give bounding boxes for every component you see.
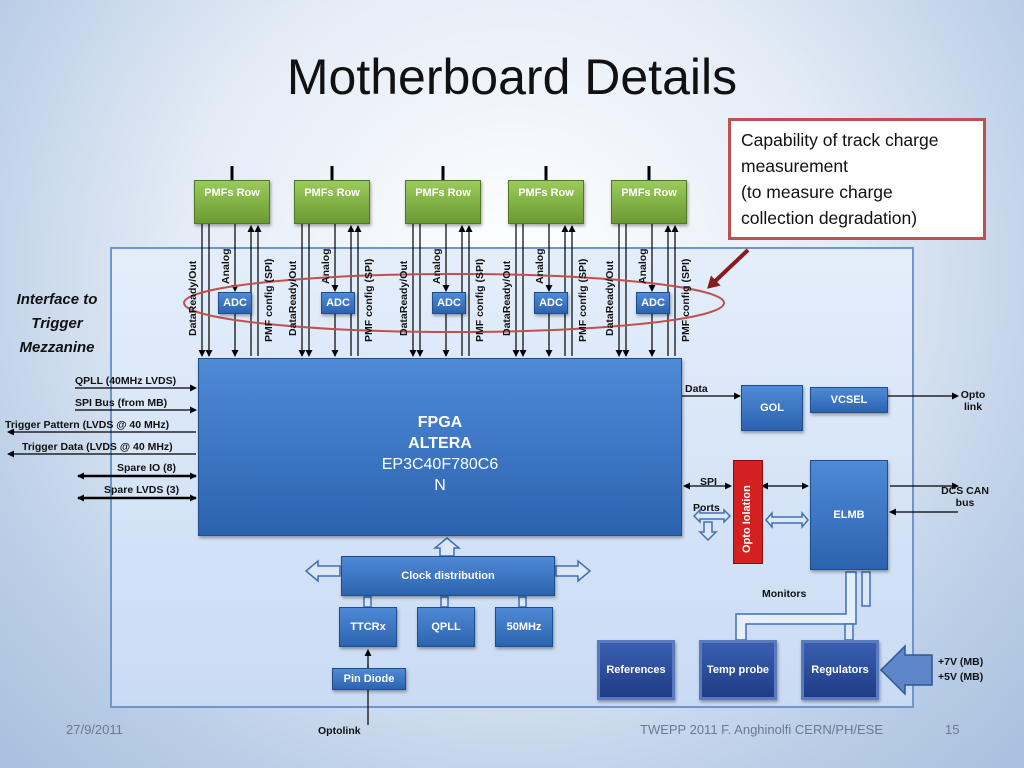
signal-qpll: QPLL (40MHz LVDS): [75, 375, 177, 387]
mhz50-block: 50MHz: [495, 607, 553, 647]
page-number: 15: [945, 722, 960, 737]
pin-diode-block: Pin Diode: [332, 668, 406, 690]
interface-line: Trigger: [31, 315, 83, 332]
power-7v-label: +7V (MB): [938, 656, 984, 668]
slide-title: Motherboard Details: [286, 49, 738, 105]
clock-distribution-block: Clock distribution: [341, 556, 555, 596]
pmfs-row-4: PMFs Row: [508, 180, 584, 224]
signal-spare-lvds: Spare LVDS (3): [104, 484, 180, 496]
opto-link-label: Opto link: [956, 389, 990, 413]
elmb-block: ELMB: [810, 460, 888, 570]
footer-date: 27/9/2011: [66, 722, 123, 737]
label-pmf-config-spi: PMF config (SPI): [363, 258, 375, 342]
vcsel-block: VCSEL: [810, 387, 888, 413]
label-analog: Analog: [220, 248, 232, 284]
label-data-ready-out: DataReady/Out: [187, 260, 199, 336]
label-data-ready-out: DataReady/Out: [501, 260, 513, 336]
monitors-label: Monitors: [762, 588, 807, 600]
label-pmf-config-spi: PMF config (SPI): [474, 258, 486, 342]
callout-line: collection degradation): [741, 208, 918, 228]
fpga-line: EP3C40F780C6: [381, 456, 499, 473]
label-analog: Analog: [431, 248, 443, 284]
qpll-block: QPLL: [417, 607, 475, 647]
signal-spare-io: Spare IO (8): [117, 462, 176, 474]
power-5v-label: +5V (MB): [938, 671, 984, 683]
label-analog: Analog: [534, 248, 546, 284]
regulators-block: Regulators: [801, 640, 879, 700]
interface-label: Interface to Trigger Mezzanine: [4, 288, 110, 360]
label-pmf-config-spi: PMF config (SPI): [263, 258, 275, 342]
label-pmf-config-spi: PMF config (SPI): [680, 258, 692, 342]
fpga-line: N: [434, 477, 446, 494]
temp-probe-block: Temp probe: [699, 640, 777, 700]
spi-label: SPI: [700, 476, 717, 488]
adc-3: ADC: [432, 292, 466, 314]
ttcrx-block: TTCRx: [339, 607, 397, 647]
references-block: References: [597, 640, 675, 700]
dcs-line: DCS CAN: [941, 485, 989, 497]
fpga-label: FPGA ALTERA EP3C40F780C6 N: [198, 412, 682, 496]
pmfs-row-3: PMFs Row: [405, 180, 481, 224]
pmfs-row-5: PMFs Row: [611, 180, 687, 224]
adc-5: ADC: [636, 292, 670, 314]
opto-isolation-label: Opto Iolation: [741, 485, 753, 553]
callout-line: Capability of track charge: [741, 130, 939, 150]
adc-1: ADC: [218, 292, 252, 314]
opto-link-line: Opto: [960, 389, 986, 401]
signal-spi-bus: SPI Bus (from MB): [75, 397, 168, 409]
footer-author: TWEPP 2011 F. Anghinolfi CERN/PH/ESE: [640, 722, 884, 737]
pmfs-row-1: PMFs Row: [194, 180, 270, 224]
fpga-block: [198, 358, 682, 536]
label-analog: Analog: [637, 248, 649, 284]
callout-line: (to measure charge: [741, 182, 893, 202]
interface-line: Interface to: [16, 291, 98, 308]
data-label: Data: [685, 383, 708, 395]
gol-block: GOL: [741, 385, 803, 431]
ports-label: Ports: [693, 502, 720, 514]
dcs-line: bus: [955, 497, 975, 509]
label-pmf-config-spi: PMF config (SPI): [577, 258, 589, 342]
callout-line: measurement: [741, 156, 848, 176]
callout-box: Capability of track charge measurement (…: [728, 118, 986, 240]
signal-trigger-data: Trigger Data (LVDS @ 40 MHz): [22, 441, 173, 453]
label-data-ready-out: DataReady/Out: [604, 260, 616, 336]
label-data-ready-out: DataReady/Out: [287, 260, 299, 336]
dcs-can-label: DCS CAN bus: [936, 485, 994, 509]
fpga-line: ALTERA: [408, 435, 472, 452]
pmfs-row-2: PMFs Row: [294, 180, 370, 224]
fpga-line: FPGA: [417, 414, 463, 431]
optolink-label: Optolink: [318, 725, 361, 737]
label-data-ready-out: DataReady/Out: [398, 260, 410, 336]
signal-trigger-pattern: Trigger Pattern (LVDS @ 40 MHz): [5, 419, 170, 431]
opto-link-line: link: [963, 401, 983, 413]
opto-isolation-block: Opto Iolation: [733, 460, 763, 564]
adc-4: ADC: [534, 292, 568, 314]
label-analog: Analog: [320, 248, 332, 284]
interface-line: Mezzanine: [19, 339, 95, 356]
adc-2: ADC: [321, 292, 355, 314]
